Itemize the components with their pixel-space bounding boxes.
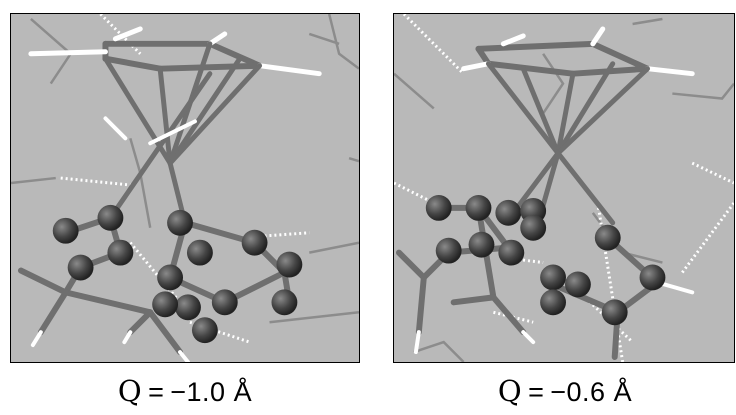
molecule-image-right — [393, 13, 735, 363]
caption-right-value: = −0.6 Å — [522, 377, 633, 407]
cp-ring — [102, 40, 263, 72]
background-network — [11, 14, 359, 324]
cp-hydrogens — [28, 26, 322, 77]
molecule-image-left — [10, 13, 360, 363]
atoms — [425, 194, 666, 326]
metal-bonds — [485, 61, 650, 226]
hydrogen-bonds — [60, 14, 310, 344]
molecular-structure-right — [394, 14, 734, 362]
caption-left-q: Q — [117, 374, 143, 408]
caption-right-q: Q — [497, 374, 523, 408]
caption-right: Q = −0.6 Å — [390, 374, 736, 408]
atoms — [52, 204, 303, 344]
hydrogen-bonds — [394, 14, 734, 362]
cp-ring — [475, 40, 651, 77]
caption-left-value: = −1.0 Å — [142, 377, 253, 407]
molecular-structure-left — [11, 14, 359, 362]
caption-left: Q = −1.0 Å — [10, 374, 360, 408]
